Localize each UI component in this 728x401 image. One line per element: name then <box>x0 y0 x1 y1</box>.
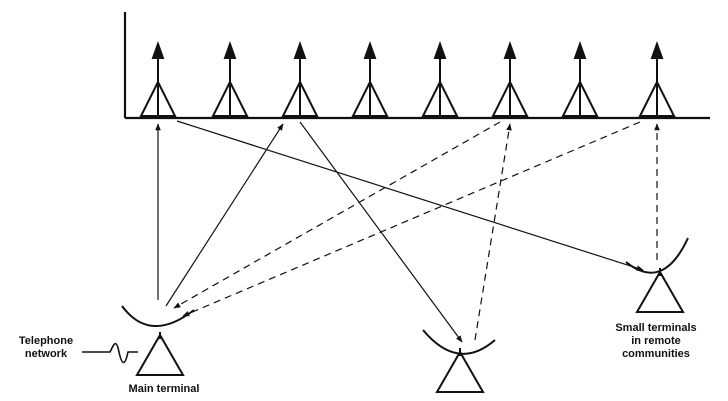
antenna-8 <box>638 41 676 117</box>
middle-terminal <box>422 329 496 393</box>
telephone-network-label: Telephone network <box>18 335 74 360</box>
antenna-frame <box>123 12 710 120</box>
dashed-links <box>173 121 660 341</box>
link-main-to-antenna3 <box>165 123 284 307</box>
link-middle-to-antenna6 <box>474 123 512 341</box>
main-terminal <box>121 305 195 376</box>
antenna-1 <box>139 41 177 117</box>
main-terminal-label: Main terminal <box>128 383 200 395</box>
link-antenna6-to-main <box>173 121 501 309</box>
antenna-2 <box>211 41 249 117</box>
antenna-7 <box>561 41 599 117</box>
telephone-network-line <box>82 342 138 364</box>
antenna-3 <box>281 41 319 117</box>
small-terminals-label: Small terminals in remote communities <box>615 322 697 360</box>
link-antenna1-to-small <box>176 120 644 271</box>
antenna-5 <box>421 41 459 117</box>
link-antenna8-to-main <box>182 121 641 317</box>
antenna-6 <box>491 41 529 117</box>
satellite-antennas <box>139 41 676 117</box>
small-terminal <box>625 237 689 313</box>
links <box>155 120 644 343</box>
antenna-4 <box>351 41 389 117</box>
